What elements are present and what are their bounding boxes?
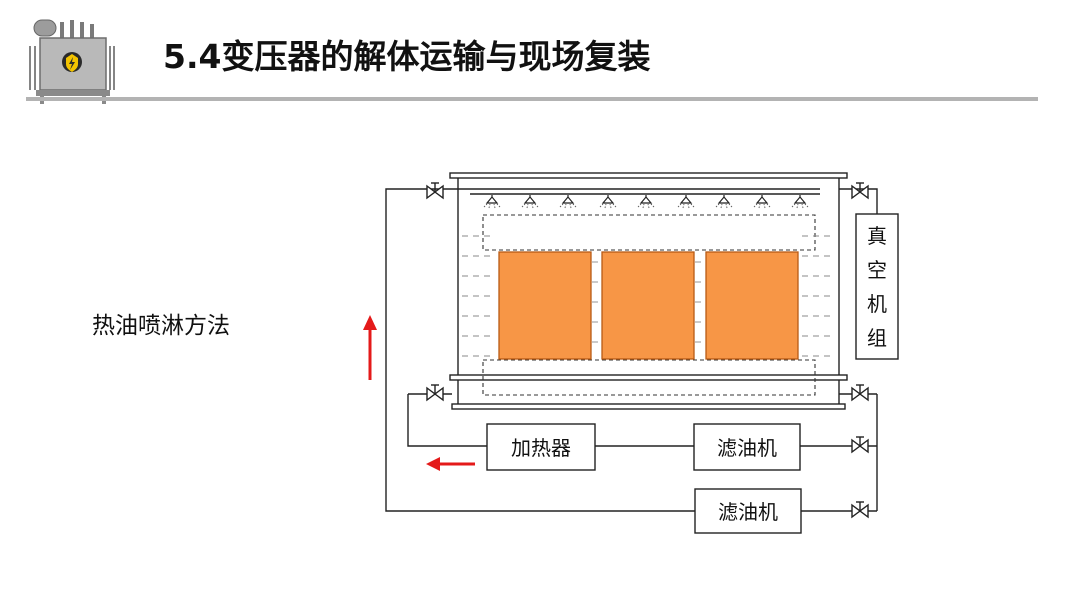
- oil-level-lines: [462, 235, 835, 357]
- spray-nozzles: [483, 194, 809, 209]
- winding-right: [705, 251, 799, 360]
- method-label: 热油喷淋方法: [92, 313, 230, 339]
- winding-left: [498, 251, 592, 360]
- spray-header-pipe: [444, 188, 820, 195]
- valve-bottom-right: [851, 384, 869, 401]
- winding-middle: [601, 251, 695, 360]
- piping: [385, 188, 878, 512]
- windings: [498, 251, 799, 360]
- oil-filter-2-label: 滤油机: [718, 500, 778, 524]
- transformer-logo-icon: [29, 19, 115, 104]
- oil-filter-2: 滤油机: [694, 488, 802, 534]
- vacuum-unit-char-1: 真: [867, 224, 887, 248]
- vacuum-unit-char-2: 空: [867, 258, 887, 282]
- transformer-tank: [449, 172, 848, 410]
- page-title: 5.4变压器的解体运输与现场复装: [163, 37, 651, 76]
- valve-top-left: [426, 182, 444, 199]
- valve-bottom-left: [426, 384, 444, 401]
- oil-filter-1: 滤油机: [693, 423, 801, 471]
- valve-filter1: [851, 436, 869, 453]
- heater-box: 加热器: [486, 423, 596, 471]
- title-divider: [26, 97, 1038, 101]
- vacuum-unit-char-4: 组: [867, 326, 887, 350]
- core-outline-dashed: [482, 214, 816, 396]
- vacuum-unit: 真 空 机 组: [855, 213, 899, 360]
- flow-arrow-left: [426, 457, 475, 471]
- valve-top-right: [851, 182, 869, 199]
- flow-arrow-up: [363, 315, 377, 380]
- vacuum-unit-char-3: 机: [867, 292, 887, 316]
- valve-filter2: [851, 501, 869, 518]
- heater-label: 加热器: [511, 436, 571, 460]
- oil-filter-1-label: 滤油机: [717, 436, 777, 460]
